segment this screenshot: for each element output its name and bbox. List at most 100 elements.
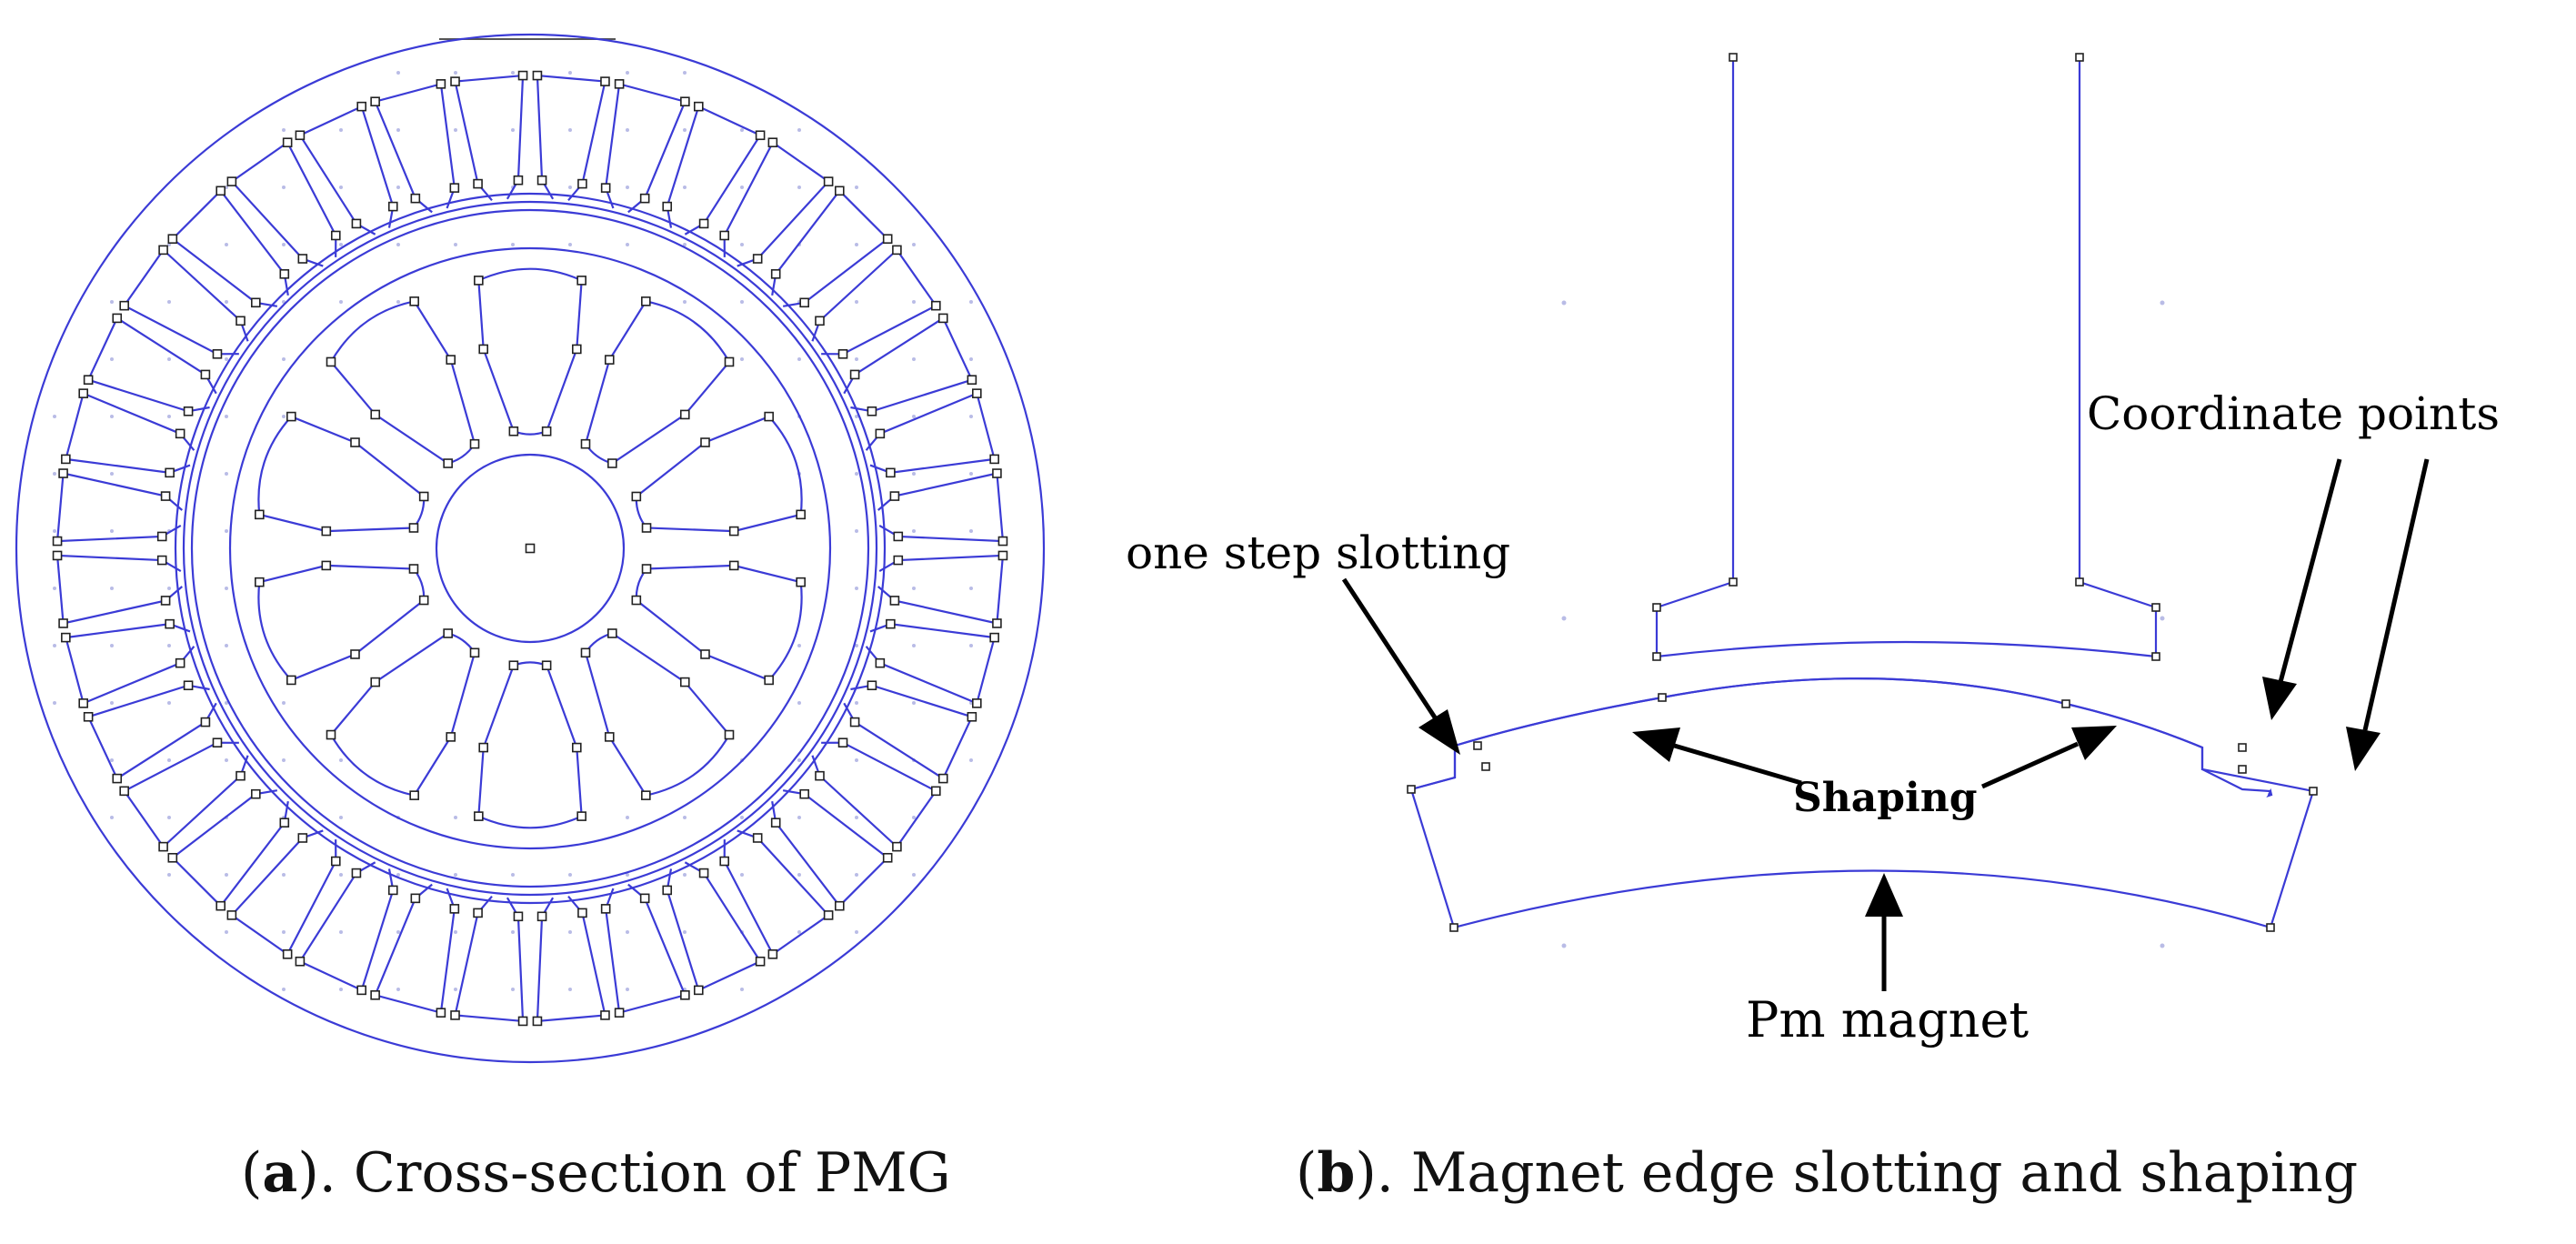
magnet-node: [255, 509, 265, 520]
slot-node: [614, 1008, 625, 1018]
stator-slot: [171, 789, 289, 908]
slot-node: [755, 130, 766, 141]
rotor-magnet: [329, 300, 476, 465]
slot-node: [295, 956, 306, 967]
slot-node: [698, 868, 709, 878]
slot-node: [849, 369, 860, 380]
slot-node: [158, 245, 168, 256]
magnet-node: [370, 677, 381, 687]
slot-node: [251, 297, 261, 308]
magnet-node: [446, 732, 456, 742]
slot-node: [536, 911, 547, 922]
shaft-circle: [435, 453, 626, 644]
panel-a-pmg-cross-section: [15, 33, 1046, 1064]
slot-node: [886, 618, 896, 629]
slot-node: [119, 300, 129, 311]
magnet-node: [255, 577, 265, 587]
slot-node: [282, 137, 293, 147]
slot-node: [200, 369, 211, 380]
slot-node: [58, 618, 68, 628]
stator-slot: [771, 789, 889, 908]
stator-tooth-outline: [1655, 57, 2158, 658]
magnet-node: [474, 276, 484, 286]
stator-slot: [171, 189, 289, 307]
slot-node: [449, 183, 460, 193]
magnet-node: [631, 491, 642, 502]
slot-node: [251, 788, 261, 799]
slot-node: [680, 989, 690, 1000]
slot-node: [387, 201, 398, 212]
slot-node: [297, 254, 308, 264]
slot-node: [755, 956, 766, 967]
magnet-coordinate-nodes: [1407, 53, 2318, 932]
slot-node: [823, 176, 834, 186]
magnet-node: [469, 647, 480, 658]
rotor-magnet: [477, 267, 583, 436]
magnet-node: [576, 276, 586, 286]
caption-b-letter: b: [1317, 1141, 1355, 1205]
slot-node: [767, 949, 778, 959]
slot-node: [297, 833, 308, 843]
slot-node: [837, 348, 848, 359]
stator-slot: [454, 74, 525, 202]
slot-node: [662, 201, 673, 212]
slot-node: [78, 388, 89, 398]
magnet-node: [508, 426, 519, 436]
magnet-node: [508, 660, 519, 671]
outer-frame-circle: [15, 33, 1046, 1064]
slot-node: [882, 234, 893, 245]
magnet-node: [409, 790, 419, 800]
slot-node: [83, 375, 94, 386]
magnet-node: [326, 729, 336, 740]
magnet-node: [728, 526, 739, 537]
slot-node: [513, 911, 524, 922]
background-grid-dots: [1561, 300, 2165, 948]
slot-node: [815, 316, 825, 326]
slot-node: [799, 788, 809, 799]
stator-slot: [86, 316, 217, 413]
slot-node: [216, 900, 226, 911]
stator-slot: [230, 829, 337, 956]
slot-node: [83, 711, 94, 722]
slot-node: [449, 904, 460, 914]
slot-node: [167, 234, 178, 245]
magnet-node: [286, 675, 296, 686]
slot-node: [160, 596, 171, 606]
coordinate-nodes: [52, 70, 1008, 1027]
magnet-node: [764, 411, 774, 422]
slot-node: [892, 245, 902, 256]
magnet-node: [409, 296, 419, 306]
stator-bore-circle: [182, 200, 878, 897]
magnet-node: [443, 628, 453, 638]
slot-node: [370, 96, 380, 107]
slot-node: [212, 348, 223, 359]
magnet-node: [607, 628, 617, 638]
slot-node: [600, 904, 611, 914]
magnet-node: [796, 577, 806, 587]
slot-node: [236, 770, 246, 781]
arrow-coordinate-point-left: [2262, 458, 2342, 720]
stator-slot: [374, 883, 456, 1015]
slot-node: [931, 786, 941, 797]
arrow-one-step-slotting: [1341, 577, 1460, 755]
rotor-magnet: [477, 661, 583, 829]
stator-slot: [723, 829, 830, 956]
slot-node: [892, 841, 902, 852]
magnet-node: [796, 509, 806, 520]
magnet-node: [418, 595, 429, 606]
pm-magnet-outline-main: [1409, 677, 2315, 929]
magnet-node: [728, 560, 739, 571]
stator-slot: [298, 861, 395, 992]
magnet-node: [571, 742, 582, 753]
stator-slot: [865, 623, 997, 705]
slot-node: [992, 618, 1002, 628]
stator-bore-circle: [228, 246, 832, 850]
label-pm-magnet: Pm magnet: [1746, 991, 2029, 1048]
stator-slot: [55, 554, 184, 625]
magnet-node: [478, 344, 489, 355]
slot-node: [175, 428, 185, 439]
slot-node: [662, 885, 673, 896]
slot-node: [351, 868, 362, 878]
slot-node: [967, 711, 977, 722]
slot-node: [165, 618, 175, 629]
